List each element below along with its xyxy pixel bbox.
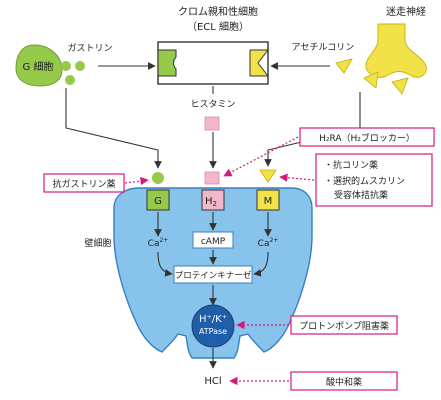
acetylcholine-label: アセチルコリン (292, 42, 355, 53)
g-receptor: G (146, 189, 170, 211)
protein-kinase-label: プロテインキナーゼ (175, 270, 252, 281)
svg-text:Ca2+: Ca2+ (258, 237, 279, 249)
ecl-cell-subtitle: （ECL 細胞） (187, 20, 249, 33)
acetylcholine-molecule (391, 77, 409, 95)
drug-h2ra: H₂RA（H₂ブロッカー） (299, 127, 435, 147)
svg-text:H2: H2 (205, 196, 217, 208)
drug-ppi-label: プロトンポンプ阻害薬 (299, 320, 389, 332)
drug-anti-gastrin-label: 抗ガストリン薬 (52, 178, 115, 190)
m-receptor-label: M (264, 196, 273, 207)
histamine-molecule (204, 116, 220, 131)
m-receptor: M (256, 189, 280, 211)
hcl-label: HCl (204, 376, 221, 387)
drug-anticholinergic-label: ・抗コリン薬 (324, 159, 378, 171)
gastrin-molecule-bound (152, 172, 164, 184)
h2-receptor: H2 (201, 189, 225, 211)
arrow-ca-left-to-pk (157, 251, 173, 277)
ca-left-label: Ca (148, 239, 160, 249)
svg-text:Ca2+: Ca2+ (148, 237, 169, 249)
drug-arrow-anticholinergic (279, 173, 315, 182)
histamine-molecule-bound (204, 171, 220, 185)
arrow-gastrin-to-g-receptor (65, 88, 162, 169)
ca-right-superscript: 2+ (269, 237, 278, 244)
acetylcholine-molecule-bound (259, 169, 277, 183)
g-receptor-label: G (154, 196, 162, 207)
h2-receptor-subscript: 2 (213, 200, 217, 208)
drug-arrow-anti-gastrin (124, 176, 149, 186)
proton-pump-line2: ATPase (199, 327, 227, 336)
histamine-label: ヒスタミン (190, 99, 235, 110)
camp-label: cAMP (201, 237, 226, 247)
ecl-cell (157, 41, 270, 85)
protein-kinase-box: プロテインキナーゼ (173, 265, 253, 284)
gastrin-molecule (61, 61, 71, 71)
camp-box: cAMP (192, 231, 234, 249)
acetylcholine-molecule (363, 71, 379, 89)
drug-anti-gastrin: 抗ガストリン薬 (43, 173, 125, 193)
gastrin-molecule (65, 75, 75, 85)
ca-left-superscript: 2+ (159, 237, 168, 244)
gastrin-label: ガストリン (67, 43, 112, 54)
drug-ppi: プロトンポンプ阻害薬 (290, 315, 398, 335)
arrow-ca-right-to-pk (253, 251, 269, 277)
ca-right-label: Ca (258, 239, 270, 249)
drug-selective-m-line2: 受容体拮抗薬 (334, 189, 388, 201)
g-cell (15, 44, 63, 87)
proton-pump: H⁺/K⁺ ATPase (191, 304, 235, 348)
ecl-cell-title: クロム親和性細胞 (178, 5, 258, 18)
drug-h2ra-label: H₂RA（H₂ブロッカー） (319, 132, 415, 144)
drug-antacid: 酸中和薬 (290, 371, 398, 391)
drug-antacid-label: 酸中和薬 (326, 376, 362, 388)
parietal-cell-label: 壁細胞 (84, 237, 111, 249)
vagus-nerve-terminal (365, 23, 427, 78)
drug-anticholinergic: ・抗コリン薬 ・選択的ムスカリン 受容体拮抗薬 (315, 153, 433, 207)
proton-pump-line1: H⁺/K⁺ (199, 314, 227, 325)
g-cell-label: G 細胞 (23, 60, 54, 73)
drug-arrow-h2ra (223, 136, 299, 177)
acetylcholine-molecule (335, 58, 353, 74)
drug-selective-m-line1: ・選択的ムスカリン (324, 175, 405, 187)
vagus-nerve-label: 迷走神経 (386, 5, 426, 18)
h2-receptor-label: H (205, 196, 213, 207)
gastrin-molecule (75, 61, 85, 71)
